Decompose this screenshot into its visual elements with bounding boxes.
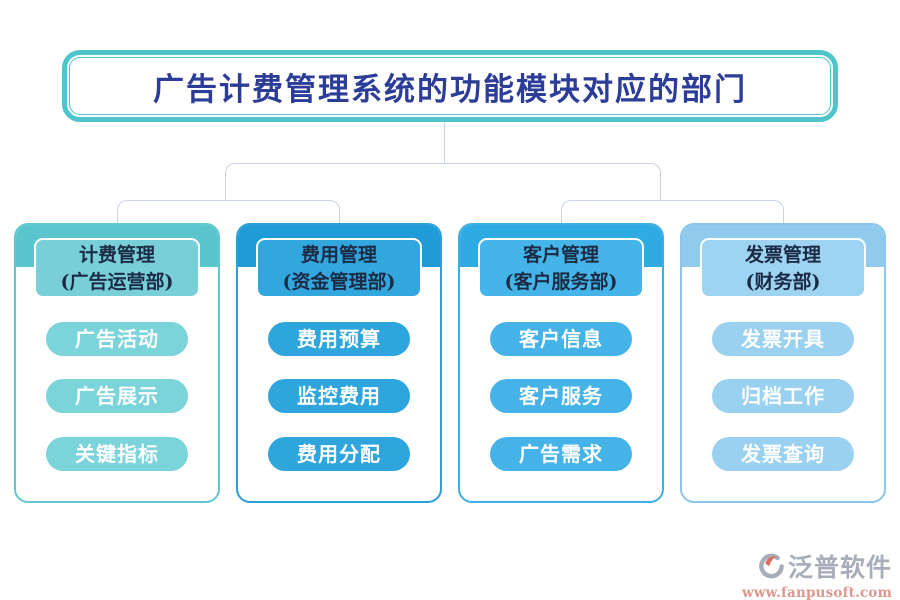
module-department: (客户服务部) (504, 271, 618, 293)
diagram-title: 广告计费管理系统的功能模块对应的部门 (153, 71, 747, 108)
connector-level2-left-bracket (117, 200, 340, 224)
module-item: 归档工作 (712, 379, 854, 413)
module-card-customer-management: 客户管理 (客户服务部) 客户信息 客户服务 广告需求 (458, 223, 664, 503)
brand-footer: 泛普软件 www.fanpusoft.com (742, 548, 892, 600)
card-header-label: 费用管理 (资金管理部) (256, 238, 422, 298)
module-item: 发票查询 (712, 437, 854, 471)
module-card-billing-management: 计费管理 (广告运营部) 广告活动 广告展示 关键指标 (14, 223, 220, 503)
brand-name: 泛普软件 (787, 553, 892, 582)
card-header-label: 计费管理 (广告运营部) (34, 238, 200, 298)
module-item: 发票开具 (712, 322, 854, 356)
card-header-label: 发票管理 (财务部) (700, 238, 866, 298)
module-item: 监控费用 (268, 379, 410, 413)
module-department: (广告运营部) (60, 271, 174, 293)
module-item: 费用分配 (268, 437, 410, 471)
module-department: (财务部) (745, 271, 821, 293)
module-item: 广告需求 (490, 437, 632, 471)
module-item: 客户服务 (490, 379, 632, 413)
module-name: 客户管理 (522, 244, 599, 266)
module-item: 广告展示 (46, 379, 188, 413)
module-name: 费用管理 (300, 244, 377, 266)
module-department: (资金管理部) (282, 271, 396, 293)
module-name: 发票管理 (744, 244, 821, 266)
brand-url: www.fanpusoft.com (742, 585, 893, 600)
connector-level2-right-bracket (561, 200, 784, 224)
module-item: 广告活动 (46, 322, 188, 356)
module-card-expense-management: 费用管理 (资金管理部) 费用预算 监控费用 费用分配 (236, 223, 442, 503)
card-header-label: 客户管理 (客户服务部) (478, 238, 644, 298)
module-item: 费用预算 (268, 322, 410, 356)
fanpu-logo-icon (758, 553, 785, 580)
module-item: 客户信息 (490, 322, 632, 356)
diagram-title-box: 广告计费管理系统的功能模块对应的部门 (62, 50, 838, 122)
module-card-invoice-management: 发票管理 (财务部) 发票开具 归档工作 发票查询 (680, 223, 886, 503)
module-name: 计费管理 (78, 244, 155, 266)
connector-title-stem (444, 122, 445, 164)
connector-level1-bracket (225, 163, 661, 201)
module-item: 关键指标 (46, 437, 188, 471)
